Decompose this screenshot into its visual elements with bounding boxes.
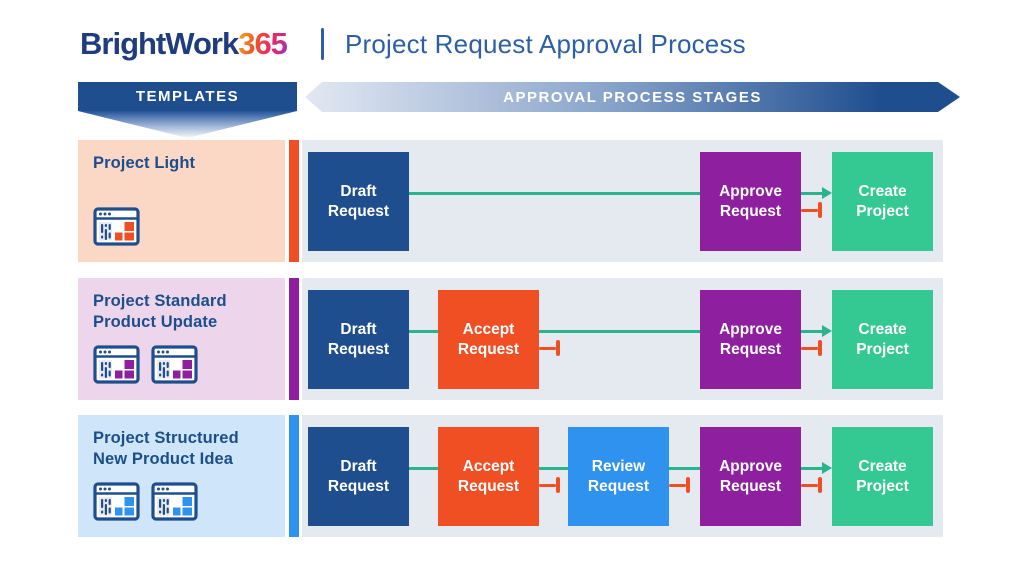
- stage-connector-line: [669, 467, 700, 470]
- reject-connector-line: [669, 484, 686, 487]
- approve-connector-arrowhead: [822, 325, 832, 337]
- project-template-window-icon: [93, 482, 140, 526]
- approval-stage-panel: Draft Request Accept Request Approve Reque…: [302, 278, 943, 400]
- stage-box: Accept Request: [438, 427, 539, 526]
- project-template-window-icon: [151, 482, 198, 526]
- approval-stages-banner: APPROVAL PROCESS STAGES: [305, 82, 960, 112]
- stage-connector-line: [409, 192, 700, 195]
- template-panel: Project Structured New Product Idea: [78, 415, 285, 537]
- reject-connector-line: [539, 347, 556, 350]
- header: BrightWork365 Project Request Approval P…: [80, 26, 746, 62]
- reject-connector-endbar: [818, 477, 822, 493]
- stage-connector-line: [409, 467, 438, 470]
- templates-banner-pointer: [78, 111, 297, 138]
- reject-connector-line: [801, 347, 818, 350]
- stage-box: Approve Request: [700, 152, 801, 251]
- stage-box: Draft Request: [308, 290, 409, 389]
- template-title: Project Structured New Product Idea: [93, 429, 239, 469]
- approval-stage-panel: Draft Request Approve Request Create Proje…: [302, 140, 943, 262]
- logo-365-text: 365: [238, 26, 288, 61]
- stage-box: Draft Request: [308, 427, 409, 526]
- project-template-window-icon: [93, 207, 140, 251]
- stage-box: Create Project: [832, 427, 933, 526]
- template-icons: [93, 345, 198, 389]
- stage-box: Accept Request: [438, 290, 539, 389]
- templates-banner: TEMPLATES: [78, 82, 297, 138]
- approval-stages-banner-label: APPROVAL PROCESS STAGES: [503, 88, 762, 106]
- reject-connector-endbar: [818, 202, 822, 218]
- approve-connector-line: [801, 467, 823, 470]
- template-icons: [93, 207, 140, 251]
- templates-banner-label: TEMPLATES: [78, 82, 297, 111]
- reject-connector-endbar: [818, 340, 822, 356]
- reject-connector-line: [539, 484, 556, 487]
- row-accent-bar: [289, 415, 299, 537]
- stage-box: Review Request: [568, 427, 669, 526]
- reject-connector-endbar: [556, 477, 560, 493]
- page-title: Project Request Approval Process: [344, 28, 746, 59]
- stage-connector-line: [409, 330, 438, 333]
- stage-box: Create Project: [832, 152, 933, 251]
- template-title: Project Light: [93, 154, 196, 172]
- reject-connector-line: [801, 484, 818, 487]
- template-panel: Project Standard Product Update: [78, 278, 285, 400]
- row-accent-bar: [289, 278, 299, 400]
- stage-connector-line: [539, 467, 568, 470]
- project-template-window-icon: [93, 345, 140, 389]
- reject-connector-line: [801, 209, 818, 212]
- header-divider: [320, 28, 324, 60]
- stage-box: Create Project: [832, 290, 933, 389]
- logo-brand-text: BrightWork: [80, 26, 239, 61]
- stage-box: Approve Request: [700, 427, 801, 526]
- approval-stage-panel: Draft Request Accept Request Review Reques…: [302, 415, 943, 537]
- template-title: Project Standard Product Update: [93, 292, 227, 332]
- approve-connector-arrowhead: [822, 187, 832, 199]
- process-row: Project Light Draft Request Approve Reques…: [78, 140, 943, 262]
- project-template-window-icon: [151, 345, 198, 389]
- approve-connector-arrowhead: [822, 462, 832, 474]
- stage-connector-line: [539, 330, 700, 333]
- reject-connector-endbar: [686, 477, 690, 493]
- approve-connector-line: [801, 192, 823, 195]
- template-panel: Project Light: [78, 140, 285, 262]
- stage-box: Draft Request: [308, 152, 409, 251]
- brightwork365-logo: BrightWork365: [80, 26, 288, 62]
- process-row: Project Structured New Product Idea Draft…: [78, 415, 943, 537]
- row-accent-bar: [289, 140, 299, 262]
- stage-box: Approve Request: [700, 290, 801, 389]
- approve-connector-line: [801, 330, 823, 333]
- reject-connector-endbar: [556, 340, 560, 356]
- template-icons: [93, 482, 198, 526]
- process-row: Project Standard Product Update Draft Req…: [78, 278, 943, 400]
